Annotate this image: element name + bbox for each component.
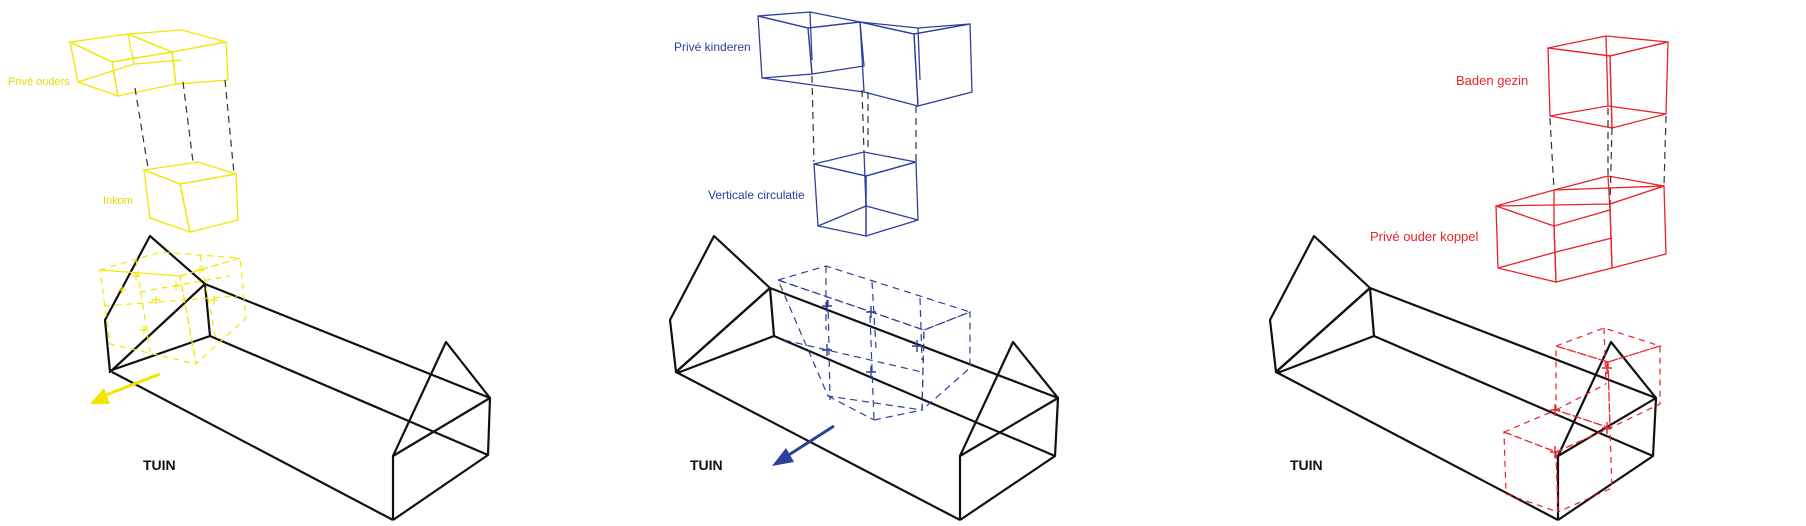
label-privé-ouder-koppel: Privé ouder koppel <box>1370 229 1479 244</box>
volume-verticale-circulatie <box>813 151 919 237</box>
connectors-left <box>134 79 235 175</box>
label-tuin-right: TUIN <box>1290 457 1323 473</box>
connectors-right <box>1549 108 1667 205</box>
panel-middle: Privé kinderen Verticale circulatie TUIN <box>668 11 1060 521</box>
dashed-volume-left <box>99 251 247 366</box>
panel-left: Privé ouders Inkom TUIN <box>8 29 492 521</box>
connectors-middle <box>811 75 917 163</box>
label-inkom: Inkom <box>103 195 133 207</box>
volume-baden-gezin <box>1547 35 1669 129</box>
volume-privé-ouders <box>67 29 229 97</box>
house-outline-left <box>103 234 492 521</box>
house-outline-right <box>1268 234 1658 521</box>
label-privé-kinderen: Privé kinderen <box>674 40 751 54</box>
panel-right: Baden gezin Privé ouder koppel TUIN <box>1268 35 1669 521</box>
dashed-volume-middle <box>776 265 972 421</box>
dashed-volume-right <box>1502 327 1662 513</box>
volume-inkom <box>141 161 239 233</box>
volume-privé-ouder-koppel <box>1495 175 1667 283</box>
arrow-blue-icon <box>772 424 835 466</box>
label-tuin-middle: TUIN <box>690 457 723 473</box>
label-verticale-circulatie: Verticale circulatie <box>708 188 805 202</box>
dashed-volume-right-marks <box>1550 362 1612 458</box>
arrow-yellow-icon <box>90 372 161 404</box>
house-outline-middle <box>668 234 1060 521</box>
dashed-volume-left-marks <box>118 266 218 334</box>
volume-privé-kinderen <box>757 11 973 107</box>
label-tuin-left: TUIN <box>143 457 176 473</box>
label-privé-ouders: Privé ouders <box>8 76 70 88</box>
label-baden-gezin: Baden gezin <box>1456 73 1528 88</box>
dashed-volume-middle-marks <box>822 300 922 378</box>
